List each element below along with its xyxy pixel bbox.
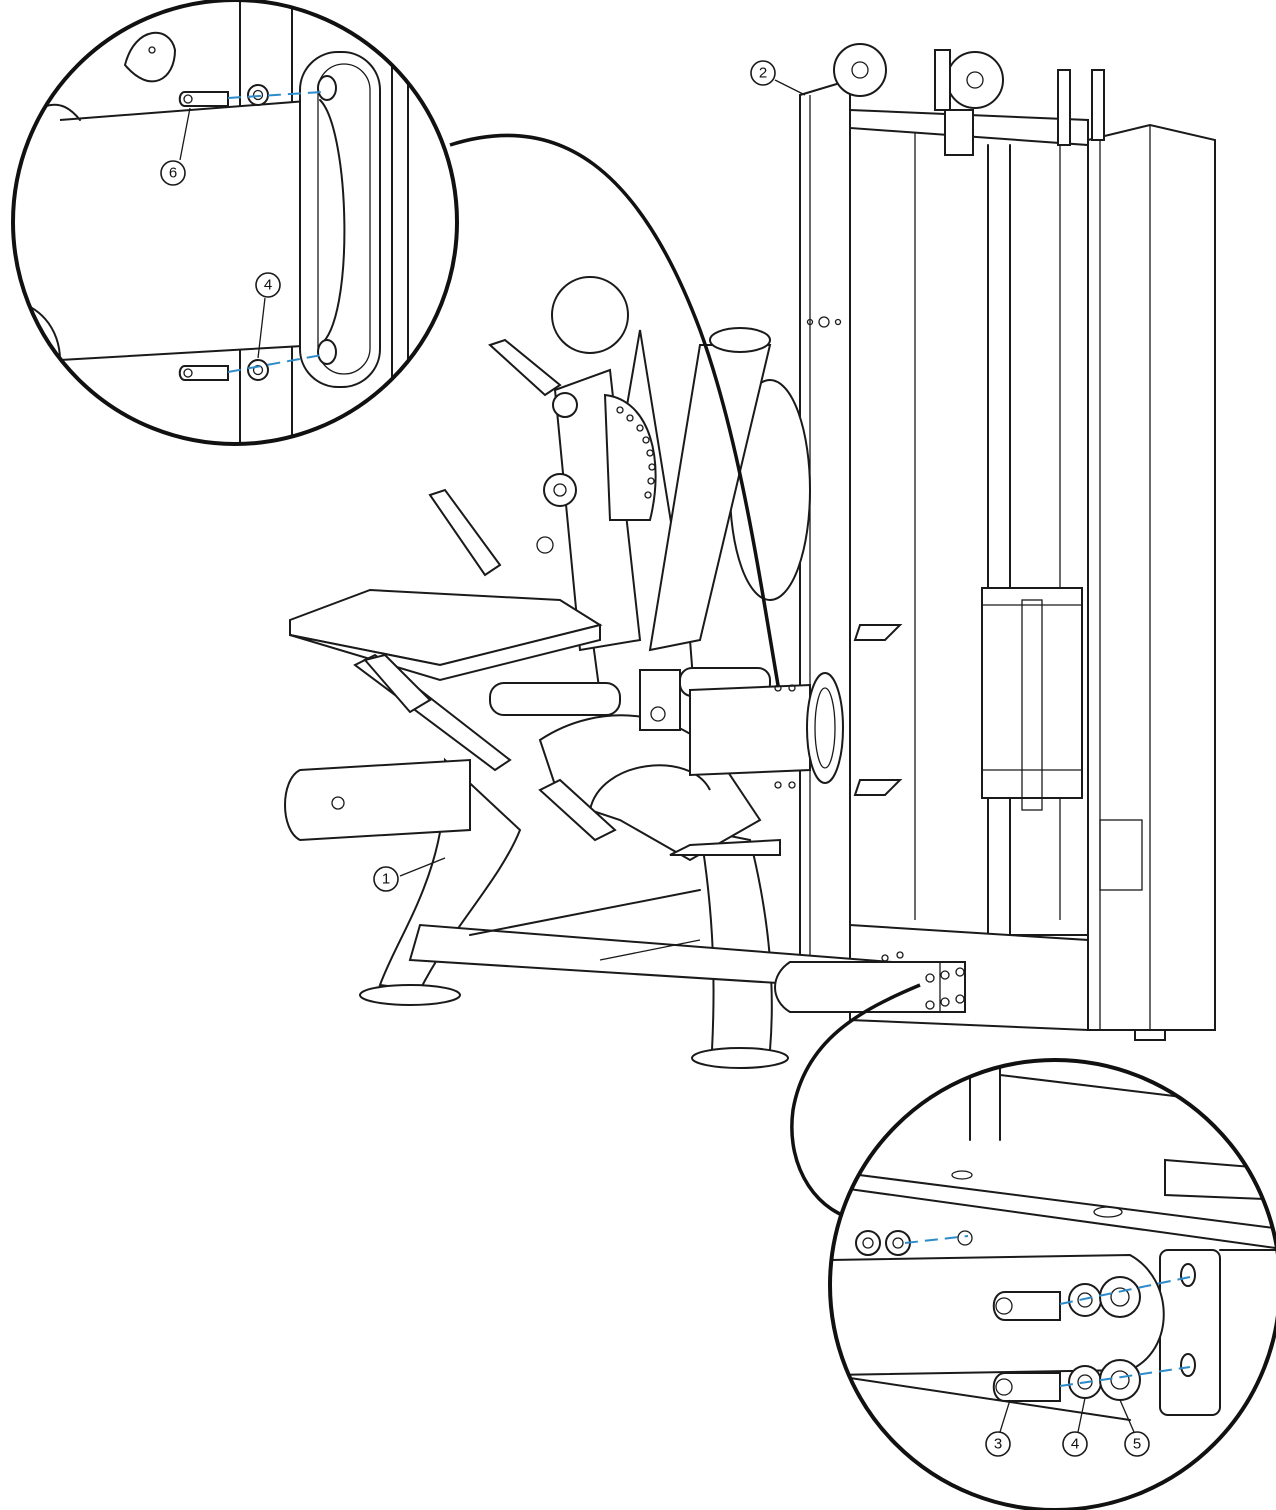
bottom-detail-leader <box>790 983 921 1222</box>
svg-text:6: 6 <box>169 165 177 182</box>
callout-4-bottom-detail: 4 <box>1062 1431 1088 1457</box>
weight-stack-tower <box>799 43 1216 1041</box>
adjustment-holes <box>616 406 656 499</box>
callout-2: 2 <box>750 60 776 86</box>
bottom-assembly-dash-lower <box>1059 1366 1191 1387</box>
svg-text:5: 5 <box>1133 1436 1141 1453</box>
svg-text:4: 4 <box>264 277 272 294</box>
callout-4-top-detail: 4 <box>255 272 281 298</box>
top-assembly-dash-lower <box>227 354 323 373</box>
svg-text:4: 4 <box>1071 1436 1079 1453</box>
top-detail-leader <box>449 133 780 686</box>
bottom-assembly-dash-top <box>904 1235 969 1244</box>
bottom-detail-view <box>828 1058 1276 1510</box>
svg-text:1: 1 <box>382 871 390 888</box>
callout-3-bottom-detail: 3 <box>985 1431 1011 1457</box>
top-detail-view <box>11 0 459 446</box>
callout-5-bottom-detail: 5 <box>1124 1431 1150 1457</box>
svg-text:3: 3 <box>994 1436 1002 1453</box>
main-frame <box>284 276 966 1069</box>
callout-1: 1 <box>373 866 399 892</box>
svg-text:2: 2 <box>759 65 767 82</box>
bottom-assembly-dash-upper <box>1059 1276 1191 1305</box>
callout-6-top-detail: 6 <box>160 160 186 186</box>
top-assembly-dash-upper <box>227 91 323 99</box>
base-bolts <box>881 951 965 1010</box>
